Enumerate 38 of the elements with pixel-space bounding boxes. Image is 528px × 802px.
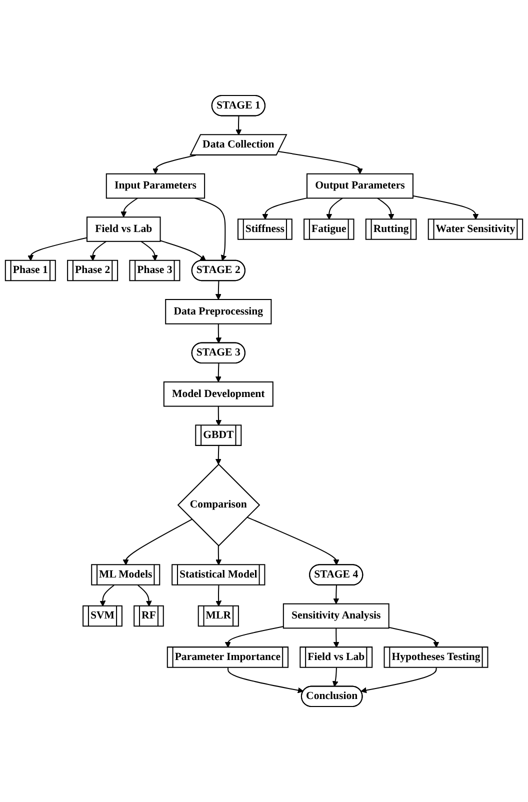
arrow [227,668,304,694]
arrow [388,626,440,648]
node-box: Model Development [163,381,274,407]
arrow [360,668,437,694]
arrow [332,668,338,687]
arrow [236,116,242,136]
node-box: Data Preprocessing [165,299,272,324]
arrow [215,280,222,300]
arrow [215,363,222,382]
arrow [138,584,152,606]
arrow [122,518,192,566]
arrow [216,324,222,344]
arrow [326,198,343,220]
arrow [377,198,394,220]
arrow [333,628,340,648]
arrow [160,240,206,261]
arrow [278,151,363,174]
arrow [120,198,138,218]
arrow [216,585,222,606]
arrow [28,237,88,261]
arrow [412,195,479,220]
arrow [194,198,227,261]
node-diamond: Comparison [177,464,260,546]
node-box: Output Parameters [306,173,414,199]
node-box: Sensitivity Analysis [282,603,390,629]
arrow [246,516,340,566]
arrow [152,154,196,174]
arrow [216,406,222,426]
arrow [140,241,158,261]
arrow [216,546,222,566]
arrow [215,446,222,465]
node-box: Field vs Lab [86,216,161,242]
arrow [100,584,114,606]
arrow [262,198,308,220]
arrow [90,241,106,261]
arrow [333,585,340,604]
arrow [224,626,284,648]
node-box: Input Parameters [106,173,206,199]
